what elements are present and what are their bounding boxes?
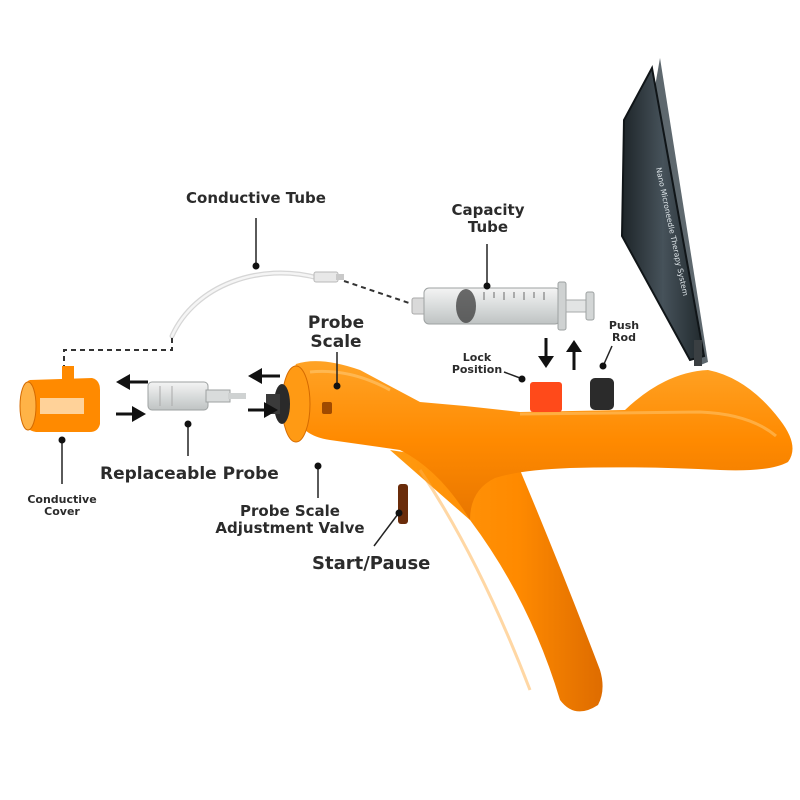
left-arrow-icon — [248, 368, 280, 384]
replaceable-probe — [147, 381, 246, 411]
label-push-rod: Push Rod — [608, 319, 640, 345]
label-lock-position: Lock Position — [451, 351, 503, 377]
label-start-pause: Start/Pause — [312, 553, 431, 574]
leader-probe-scale — [333, 352, 341, 390]
down-arrow-icon — [538, 338, 554, 368]
left-arrow-icon — [116, 374, 148, 390]
leader-conductive-cover — [58, 436, 66, 484]
dashed-link-tube-cover — [63, 338, 173, 374]
display-tray: Nano Microneedle Therapy System — [620, 58, 708, 366]
leader-lock-position — [503, 371, 526, 383]
label-probe-scale: Probe Scale — [307, 313, 365, 353]
label-probe-scale-valve: Probe Scale Adjustment Valve — [215, 502, 365, 537]
label-conductive-tube: Conductive Tube — [186, 189, 326, 207]
start-pause-trigger[interactable] — [398, 484, 408, 524]
leader-push-rod — [599, 345, 613, 370]
capacity-tube-syringe — [411, 281, 595, 331]
dashed-link-tube-syringe — [343, 280, 419, 307]
leader-start-pause — [373, 509, 403, 547]
label-conductive-cover: Conductive Cover — [27, 493, 97, 519]
leader-probe-scale-valve — [314, 462, 322, 498]
right-arrow-icon — [116, 406, 146, 422]
push-rod-block[interactable] — [590, 378, 614, 410]
conductive-tube — [169, 270, 344, 339]
lock-position-block[interactable] — [530, 382, 562, 412]
leader-capacity-tube — [483, 244, 491, 290]
right-arrow-icon — [248, 402, 278, 418]
gun-body — [290, 361, 793, 712]
label-replaceable-probe: Replaceable Probe — [100, 464, 279, 484]
leader-conductive-tube — [252, 218, 260, 270]
leader-replaceable-probe — [184, 420, 192, 456]
nozzle-collar — [266, 365, 332, 443]
up-arrow-icon — [566, 340, 582, 370]
label-capacity-tube: Capacity Tube — [451, 201, 525, 236]
conductive-cover — [19, 366, 100, 432]
